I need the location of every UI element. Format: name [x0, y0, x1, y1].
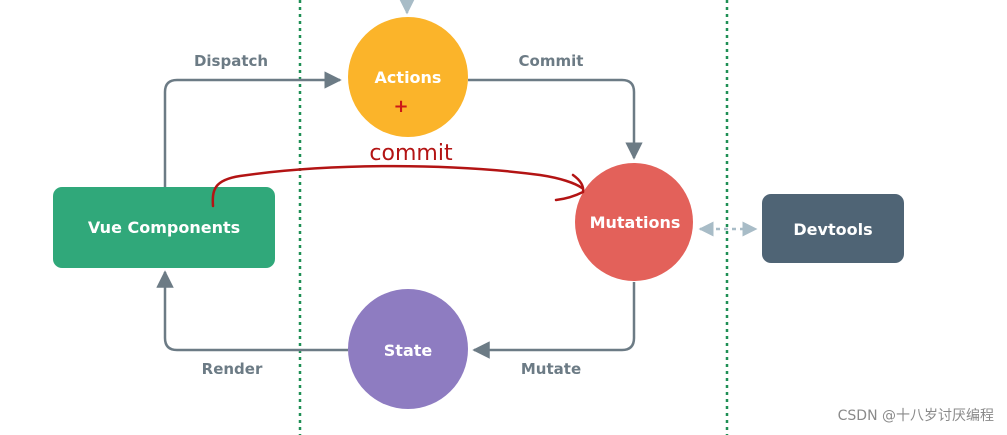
devtools-box: [762, 194, 904, 263]
mutations-circle: [575, 163, 693, 281]
watermark-text: CSDN @十八岁讨厌编程: [838, 408, 994, 424]
render-label: Render: [202, 360, 263, 378]
vue-components-label: Vue Components: [88, 218, 240, 237]
state-label: State: [384, 341, 433, 360]
actions-node: Actions +: [348, 17, 468, 137]
actions-label: Actions: [375, 68, 442, 87]
dispatch-label: Dispatch: [194, 52, 268, 70]
handdrawn-commit-label: commit: [369, 141, 453, 166]
dispatch-arrow: [163, 71, 342, 187]
commit-arrow: [468, 78, 643, 160]
render-arrow: [156, 270, 348, 352]
handdrawn-commit-arrowhead: [554, 173, 585, 202]
devtools-node: Devtools: [762, 194, 904, 263]
state-circle: [348, 289, 468, 409]
handdrawn-commit-arrow: [211, 164, 584, 208]
vue-components-node: Vue Components: [53, 187, 275, 268]
mutate-arrow: [472, 282, 636, 359]
mutate-label: Mutate: [521, 360, 581, 378]
vue-components-box: [53, 187, 275, 268]
devtools-label: Devtools: [793, 220, 872, 239]
commit-label: Commit: [519, 52, 584, 70]
state-node: State: [348, 289, 468, 409]
mutations-node: Mutations: [575, 163, 693, 281]
plus-mark: +: [393, 96, 408, 117]
actions-circle: [348, 17, 468, 137]
mutations-label: Mutations: [590, 213, 681, 232]
